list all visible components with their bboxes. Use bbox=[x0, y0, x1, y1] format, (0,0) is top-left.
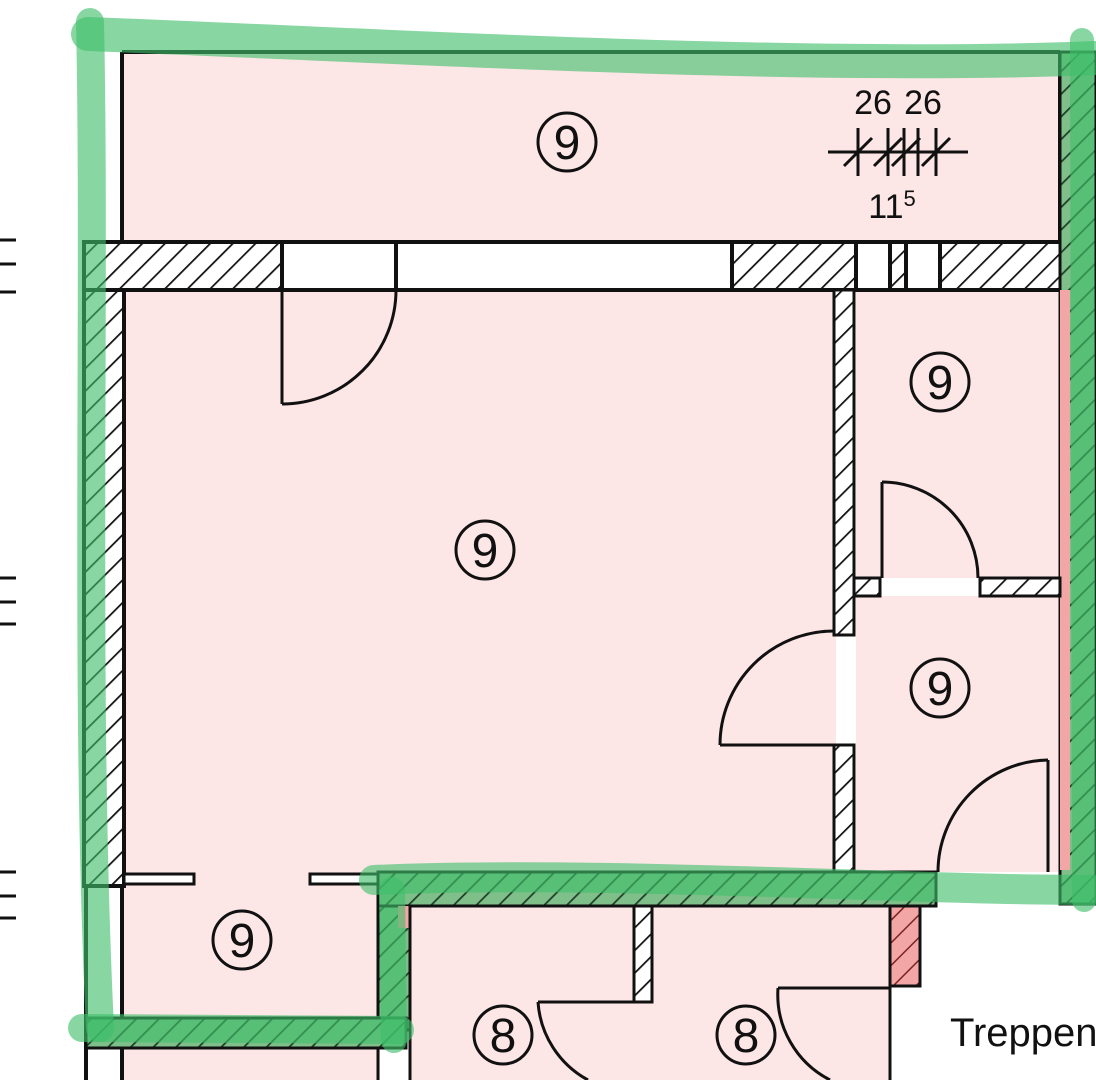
room-corridor bbox=[124, 872, 380, 1022]
room-tag: 8 bbox=[472, 1004, 534, 1066]
highlight-right bbox=[1070, 28, 1096, 912]
room-small-upper bbox=[856, 292, 1060, 578]
room-small-lower bbox=[856, 596, 1060, 872]
top-wall bbox=[82, 240, 1096, 292]
svg-text:9: 9 bbox=[554, 117, 581, 170]
highlight-pier bbox=[379, 877, 407, 1053]
highlight-middle bbox=[359, 862, 1096, 905]
corridor-openings bbox=[122, 872, 380, 886]
door-main-top bbox=[280, 289, 398, 406]
right-wall-red-strip bbox=[1060, 290, 1070, 870]
tread-label: 115 bbox=[868, 186, 916, 226]
room-tag: 9 bbox=[909, 657, 971, 719]
room-tag: 9 bbox=[454, 519, 516, 581]
door-lower-room bbox=[718, 629, 835, 747]
room-tag: 9 bbox=[536, 111, 598, 173]
room-balcony bbox=[124, 54, 1060, 240]
room-tag: 9 bbox=[909, 351, 971, 413]
stair-label: Treppen bbox=[950, 1011, 1096, 1055]
stair-dimension: 26 26 115 bbox=[828, 84, 968, 226]
doors bbox=[280, 289, 1050, 1080]
riser-label-1: 26 bbox=[854, 84, 892, 122]
riser-label-2: 26 bbox=[904, 84, 942, 122]
door-upper-room bbox=[880, 480, 980, 579]
highlight-marks bbox=[68, 8, 1096, 1053]
room-lower-left bbox=[124, 1046, 380, 1080]
room-tag: 8 bbox=[715, 1004, 777, 1066]
lower-left-wall-lines bbox=[376, 906, 892, 1080]
svg-text:8: 8 bbox=[490, 1010, 517, 1063]
margin-dimension-ticks bbox=[0, 238, 16, 920]
highlight-left bbox=[76, 8, 114, 1042]
room-fills bbox=[124, 54, 1060, 1080]
highlight-lower-left bbox=[68, 1014, 414, 1044]
door-right-bottom bbox=[936, 758, 1050, 873]
partition-walls bbox=[632, 288, 1062, 1004]
room-tags: 9 9 9 9 9 8 8 bbox=[211, 111, 971, 1066]
dimension-line bbox=[828, 128, 968, 176]
door-bottom-2 bbox=[776, 986, 890, 1080]
svg-text:9: 9 bbox=[927, 663, 954, 716]
room-tag: 9 bbox=[211, 909, 273, 971]
door-bottom-1 bbox=[536, 1000, 634, 1080]
svg-text:9: 9 bbox=[927, 357, 954, 410]
svg-text:8: 8 bbox=[733, 1010, 760, 1063]
highlight-top bbox=[71, 17, 1096, 79]
room-main bbox=[124, 292, 836, 872]
svg-text:9: 9 bbox=[229, 915, 256, 968]
svg-text:9: 9 bbox=[472, 525, 499, 578]
